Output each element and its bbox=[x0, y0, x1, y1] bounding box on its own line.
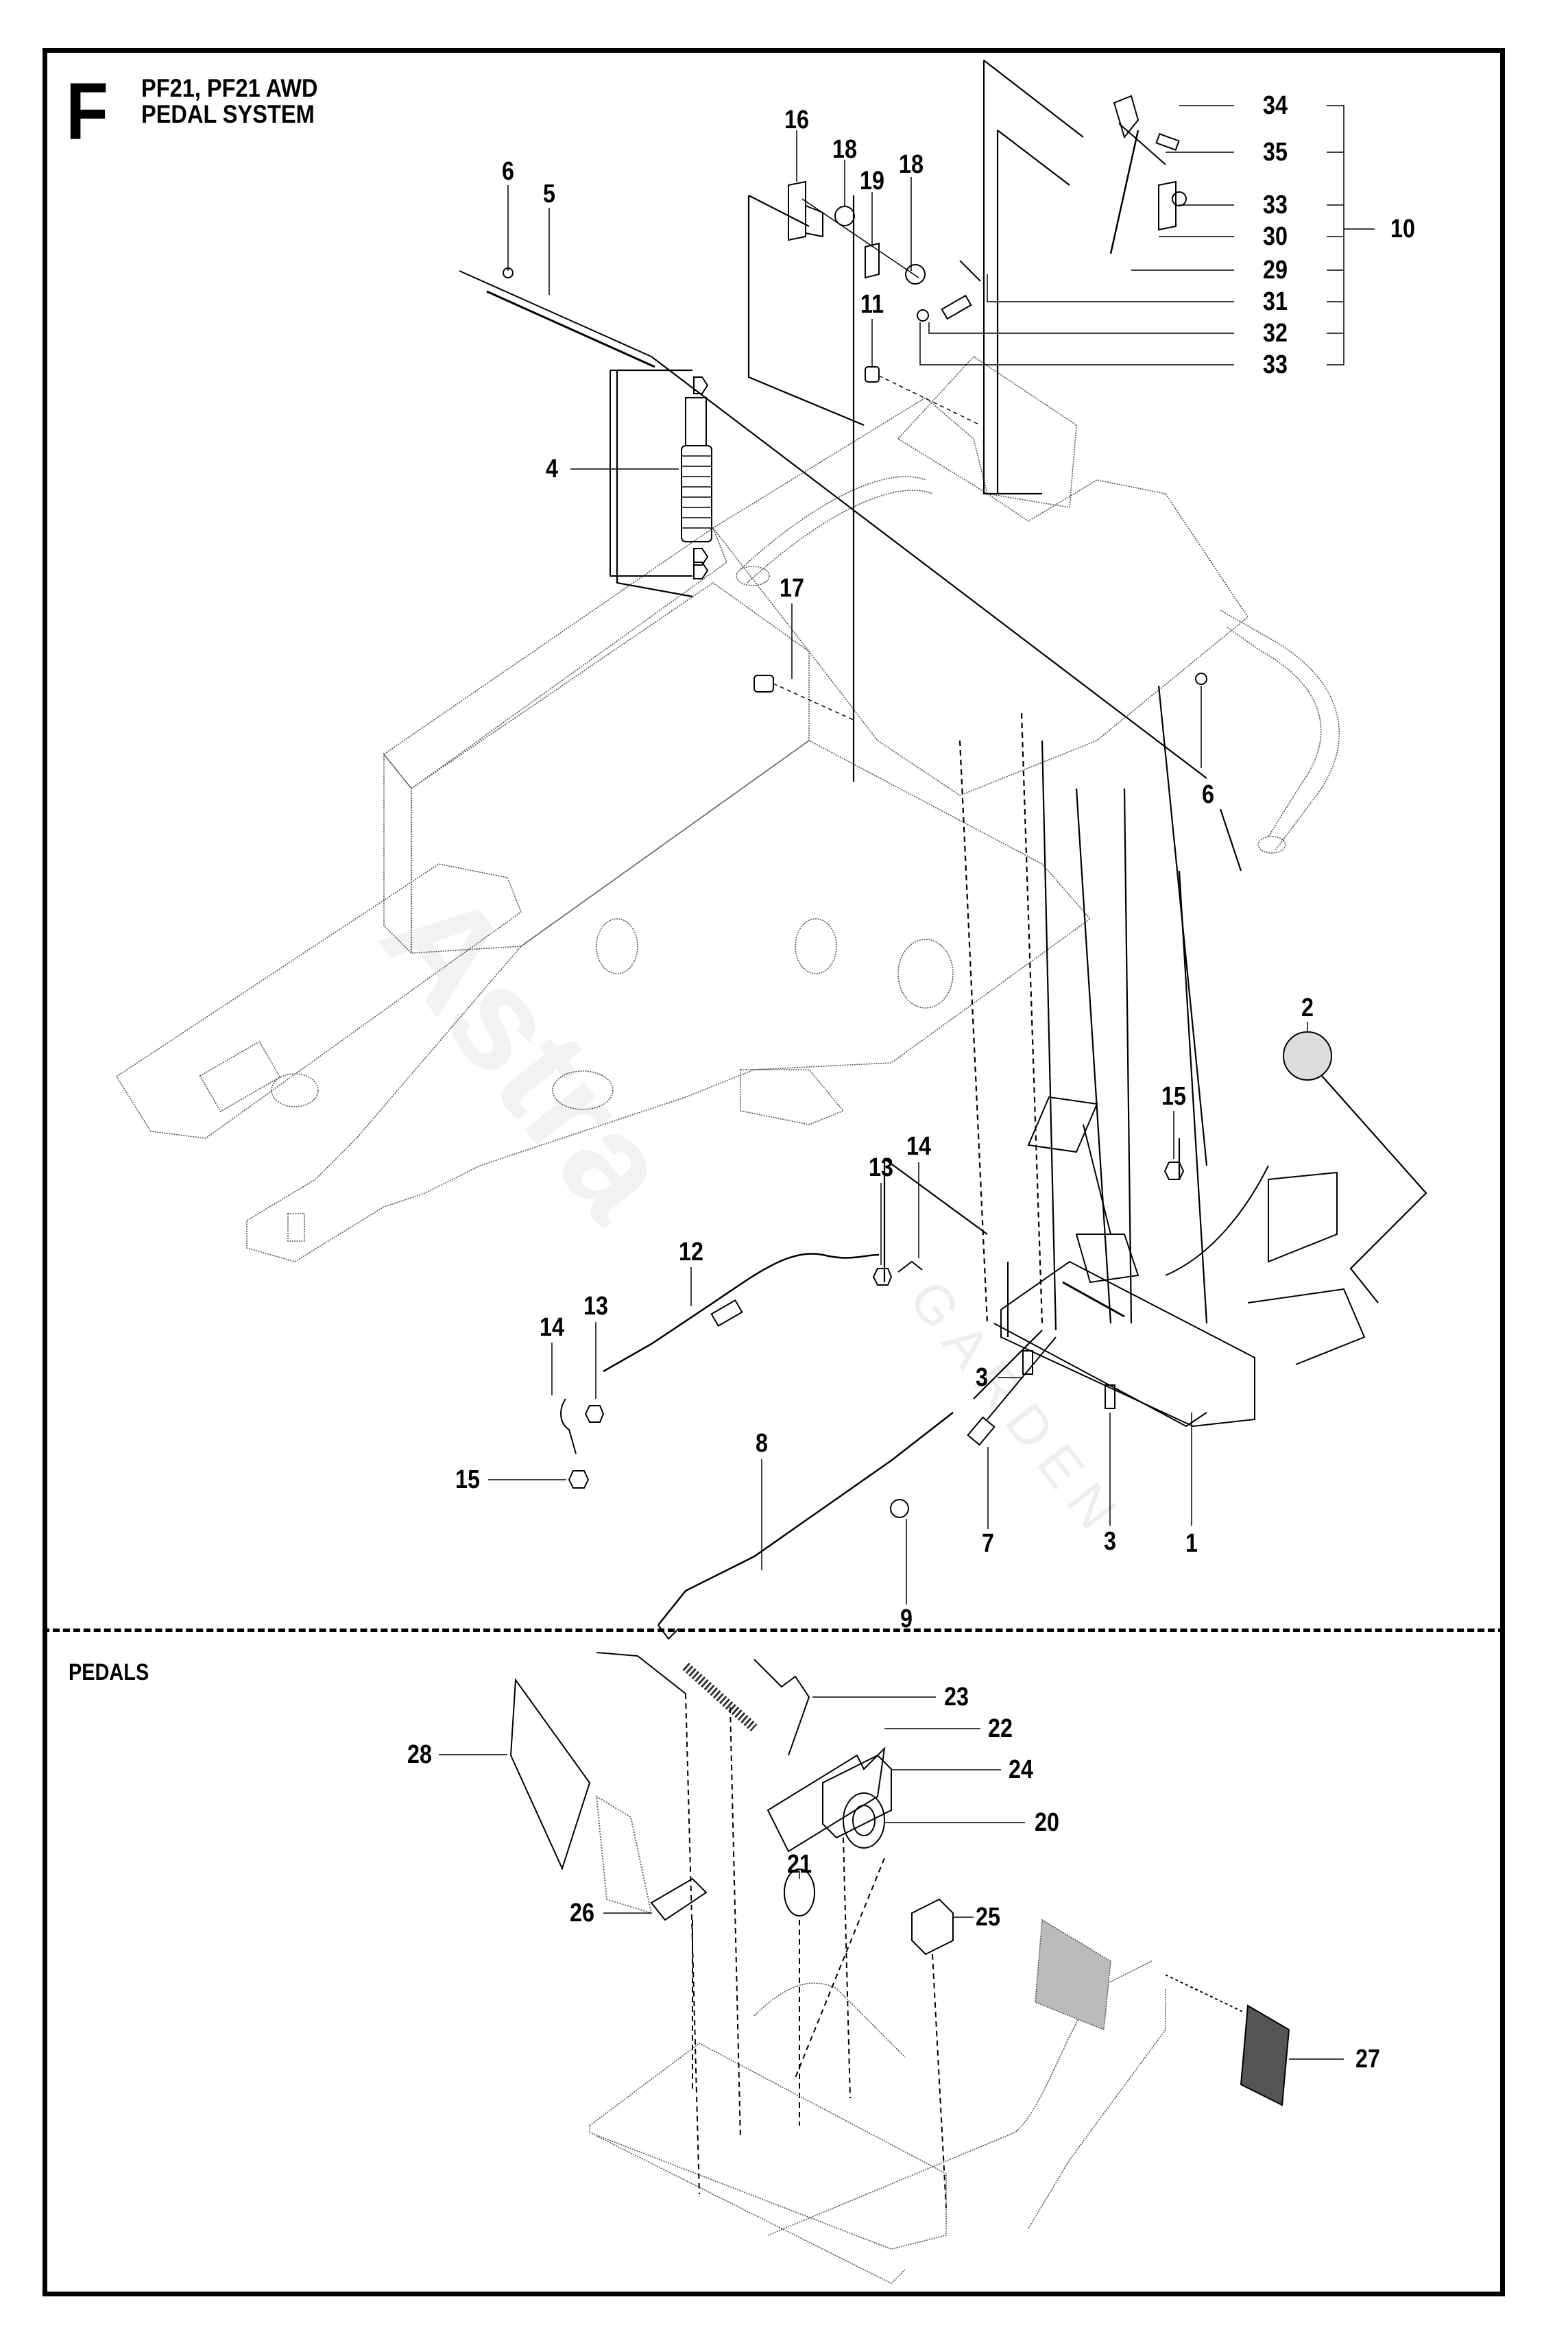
callout-19[interactable]: 19 bbox=[860, 167, 884, 195]
diagram-title: PF21, PF21 AWD PEDAL SYSTEM bbox=[141, 75, 318, 128]
title-line-2: PEDAL SYSTEM bbox=[141, 100, 315, 128]
callout-16[interactable]: 16 bbox=[784, 106, 809, 134]
callout-8[interactable]: 8 bbox=[756, 1429, 768, 1458]
callout-25[interactable]: 25 bbox=[976, 1903, 1000, 1932]
callout-13[interactable]: 13 bbox=[869, 1153, 893, 1182]
cable-8 bbox=[658, 1336, 1057, 1640]
callout-20[interactable]: 20 bbox=[1035, 1808, 1059, 1837]
cable-12 bbox=[488, 1162, 923, 1489]
rod-5 bbox=[459, 270, 1207, 779]
callout-17[interactable]: 17 bbox=[780, 574, 804, 603]
bolt-17 bbox=[753, 603, 854, 721]
callout-18[interactable]: 18 bbox=[899, 150, 924, 179]
callout-6[interactable]: 6 bbox=[502, 157, 514, 186]
callout-31[interactable]: 31 bbox=[1263, 287, 1288, 316]
callout-21[interactable]: 21 bbox=[787, 1850, 812, 1879]
callout-1[interactable]: 1 bbox=[1185, 1529, 1198, 1558]
callout-32[interactable]: 32 bbox=[1263, 319, 1288, 348]
callout-9[interactable]: 9 bbox=[900, 1605, 913, 1633]
chassis-frame bbox=[115, 355, 1340, 1262]
callout-27[interactable]: 27 bbox=[1355, 2045, 1380, 2074]
leader-lines-upper bbox=[616, 60, 1427, 1399]
callout-33[interactable]: 33 bbox=[1263, 350, 1288, 379]
screw-3 bbox=[998, 1350, 1115, 1526]
bolt-11 bbox=[865, 319, 981, 426]
section-letter: F bbox=[66, 67, 109, 157]
damper-4 bbox=[570, 370, 712, 579]
subsection-title: PEDALS bbox=[69, 1659, 149, 1685]
callout-29[interactable]: 29 bbox=[1263, 256, 1288, 285]
section-divider bbox=[43, 1629, 1505, 1632]
nut-15-upper bbox=[1163, 1111, 1185, 1180]
callout-30[interactable]: 30 bbox=[1263, 222, 1288, 251]
callout-28[interactable]: 28 bbox=[407, 1740, 432, 1769]
callout-5[interactable]: 5 bbox=[543, 180, 555, 208]
kit-10-parts bbox=[917, 95, 1375, 365]
callout-7[interactable]: 7 bbox=[982, 1529, 994, 1558]
title-line-1: PF21, PF21 AWD bbox=[141, 74, 318, 102]
callout-33[interactable]: 33 bbox=[1263, 191, 1288, 219]
callout-4[interactable]: 4 bbox=[546, 455, 558, 483]
callout-26[interactable]: 26 bbox=[570, 1899, 594, 1927]
callout-6[interactable]: 6 bbox=[1202, 780, 1214, 809]
pedal-assembly-1 bbox=[993, 1022, 1366, 1526]
callout-15[interactable]: 15 bbox=[455, 1465, 480, 1494]
clip-6 bbox=[503, 185, 1207, 768]
callout-14[interactable]: 14 bbox=[906, 1132, 931, 1161]
callout-22[interactable]: 22 bbox=[988, 1714, 1013, 1743]
pedals-subassembly bbox=[439, 1652, 1344, 2284]
callout-3[interactable]: 3 bbox=[976, 1363, 988, 1392]
callout-10[interactable]: 10 bbox=[1390, 215, 1415, 243]
callout-14[interactable]: 14 bbox=[540, 1313, 564, 1342]
callout-24[interactable]: 24 bbox=[1009, 1755, 1033, 1784]
callout-23[interactable]: 23 bbox=[944, 1683, 969, 1711]
callout-35[interactable]: 35 bbox=[1263, 138, 1288, 167]
callout-3[interactable]: 3 bbox=[1104, 1527, 1116, 1556]
callout-18[interactable]: 18 bbox=[832, 135, 857, 164]
callout-15[interactable]: 15 bbox=[1161, 1082, 1186, 1111]
callout-2[interactable]: 2 bbox=[1301, 994, 1314, 1022]
callout-13[interactable]: 13 bbox=[583, 1292, 608, 1321]
callout-12[interactable]: 12 bbox=[679, 1238, 703, 1266]
callout-11[interactable]: 11 bbox=[860, 290, 884, 319]
diagram-frame bbox=[43, 48, 1505, 2296]
callout-34[interactable]: 34 bbox=[1263, 91, 1288, 120]
bracket-16 bbox=[788, 130, 926, 285]
